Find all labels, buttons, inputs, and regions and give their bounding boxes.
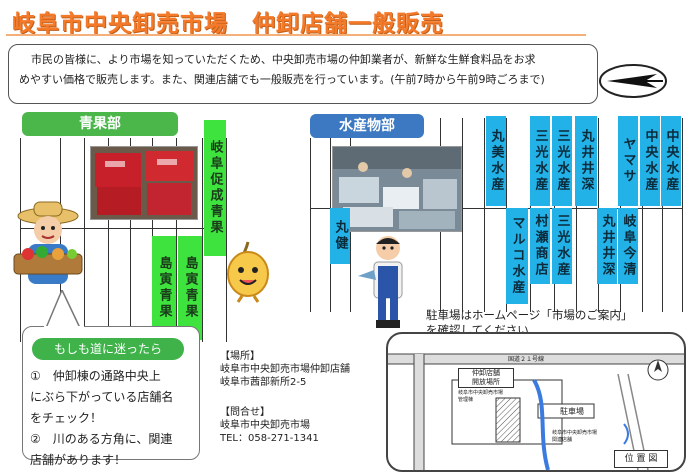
compass-icon (599, 64, 667, 98)
shop-murase-shoten: 村瀬商店 (530, 208, 550, 284)
map-nakaoroshi-box: 仲卸店舗 開放場所 (458, 368, 514, 388)
onion-mascot-icon (227, 241, 269, 303)
tab-produce: 青果部 (22, 112, 178, 136)
parking-line1: 駐車場はホームページ「市場のご案内」 (426, 308, 633, 322)
location-block: 【場所】 岐阜市中央卸売市場仲卸店舗 岐阜市茜部新所2-5 (220, 350, 350, 389)
farmer-illustration-icon (13, 201, 83, 284)
contact-label: 【問合せ】 (220, 407, 270, 418)
callout-item1-line2: にぶら下がっている店舗名 (30, 390, 174, 404)
location-line1: 岐阜市中央卸売市場仲卸店舗 (220, 364, 350, 375)
shop-gifu-sokusei-seika: 岐阜促成青果 (204, 120, 226, 256)
shop-chuo-suisan-2: 中央水産 (661, 116, 681, 206)
north-arrow-icon (647, 359, 669, 381)
shop-maruko-suisan: マルコ水産 (506, 208, 528, 304)
contact-tel: TEL：058-271-1341 (220, 433, 319, 444)
shop-sanko-suisan-top-2: 三光水産 (552, 116, 572, 206)
location-map: 国道２１号線 仲卸店舗 開放場所 岐阜市中央卸売市場 管理棟 岐阜市中央卸売市場… (386, 332, 686, 472)
shop-yamasa: ヤマサ (618, 116, 638, 206)
location-label: 【場所】 (220, 351, 260, 362)
shop-maruken: 丸健 (330, 208, 350, 264)
shop-marui-ibuka-top: 丸井井深 (575, 116, 597, 206)
map-nakaoroshi-label2: 開放場所 (472, 378, 500, 386)
map-kanren-label2: 関連店舗 (552, 437, 573, 443)
produce-photo (90, 146, 198, 220)
callout-item2-line2: 店舗があります！ (30, 453, 127, 467)
seafood-photo (332, 146, 462, 232)
shop-sanko-suisan-top-1: 三光水産 (530, 116, 550, 206)
intro-box: 市民の皆様に、より市場を知っていただくため、中央卸売市場の仲卸業者が、新鮮な生鮮… (8, 44, 598, 104)
shop-marui-ibuka-bottom: 丸井井深 (597, 208, 617, 284)
callout-item2-line1: ② 川のある方角に、関連 (30, 432, 173, 446)
map-legend: 位 置 図 (614, 450, 668, 468)
callout-title: もしも道に迷ったら (32, 338, 184, 360)
title-underline (6, 34, 586, 36)
shop-chuo-suisan-1: 中央水産 (640, 116, 660, 206)
contact-name: 岐阜市中央卸売市場 (220, 420, 310, 431)
shop-sanko-suisan-bottom: 三光水産 (552, 208, 572, 284)
map-nakaoroshi-label1: 仲卸店舗 (472, 369, 500, 377)
map-bldg-label1: 岐阜市中央卸売市場 (458, 390, 504, 396)
callout-item1-line1: ① 仲卸棟の通路中央上 (30, 369, 161, 383)
map-bldg-label: 岐阜市中央卸売市場 管理棟 (458, 390, 503, 404)
callout-body: ① 仲卸棟の通路中央上 にぶら下がっている店舗名 をチェック！ ② 川のある方角… (30, 366, 198, 471)
location-line2: 岐阜市茜部新所2-5 (220, 377, 307, 388)
intro-line-2: めやすい価格で販売します。また、関連店舗でも一般販売を行っています。(午前7時か… (19, 73, 545, 86)
map-road-label: 国道２１号線 (508, 356, 545, 363)
shop-gifu-imakiyo: 岐阜今清 (618, 208, 638, 284)
callout-item1-line3: をチェック！ (30, 411, 103, 425)
fisherman-illustration-icon (358, 236, 403, 328)
contact-block: 【問合せ】 岐阜市中央卸売市場 TEL：058-271-1341 (220, 406, 319, 445)
page-title: 岐阜市中央卸売市場 仲卸店舗一般販売 (12, 11, 444, 37)
shop-marumi-suisan: 丸美水産 (486, 116, 506, 206)
callout-tail (44, 290, 84, 330)
map-bldg-label2: 管理棟 (458, 397, 474, 403)
tab-seafood: 水産物部 (310, 114, 424, 138)
shop-shimatora-seika-2: 島寅青果 (178, 236, 202, 340)
map-kanren-label1: 岐阜市中央卸売市場 (552, 430, 598, 436)
map-kanren-label: 岐阜市中央卸売市場 関連店舗 (552, 430, 597, 444)
map-parking-label: 駐車場 (560, 407, 584, 416)
intro-line-1: 市民の皆様に、より市場を知っていただくため、中央卸売市場の仲卸業者が、新鮮な生鮮… (31, 53, 536, 66)
map-drawing (388, 353, 684, 470)
shop-shimatora-seika-1: 島寅青果 (152, 236, 176, 340)
